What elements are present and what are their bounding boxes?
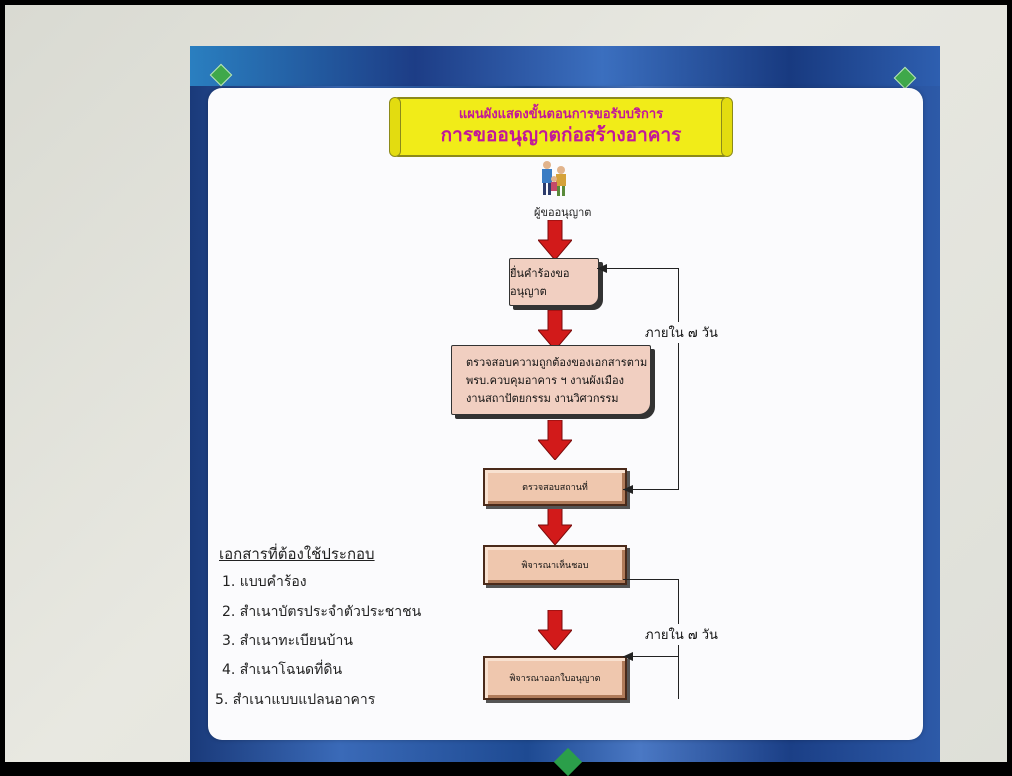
down-arrow-icon bbox=[538, 220, 572, 260]
down-arrow-icon bbox=[538, 610, 572, 650]
down-arrow-icon bbox=[538, 420, 572, 460]
banner-line-2: การขออนุญาตก่อสร้างอาคาร bbox=[440, 124, 682, 146]
document-item: 4. สำเนาโฉนดที่ดิน bbox=[222, 662, 343, 678]
down-arrow-icon bbox=[538, 505, 572, 545]
poster-banner: แผนผังแสดงขั้นตอนการขอรับบริการ การขออนุ… bbox=[389, 97, 733, 157]
step-verify-documents: ตรวจสอบความถูกต้องของเอกสารตาม พรบ.ควบคุ… bbox=[451, 345, 651, 415]
document-item: 5. สำเนาแบบแปลนอาคาร bbox=[215, 692, 376, 708]
bracket-line bbox=[597, 268, 679, 269]
bracket-line bbox=[678, 268, 679, 490]
applicant-label: ผู้ขออนุญาต bbox=[534, 206, 592, 219]
arrowhead-icon bbox=[623, 652, 633, 661]
step-submit-request-label: ยื่นคำร้องขออนุญาต bbox=[510, 267, 570, 298]
period-label-1: ภายใน ๗ วัน bbox=[643, 322, 720, 343]
step-issue-permit-label: พิจารณาออกใบอนุญาต bbox=[509, 674, 601, 684]
step-approval: พิจารณาเห็นชอบ bbox=[483, 545, 627, 585]
people-icon bbox=[542, 161, 566, 196]
period-label-2: ภายใน ๗ วัน bbox=[643, 624, 720, 645]
document-item: 2. สำเนาบัตรประจำตัวประชาชน bbox=[222, 604, 422, 620]
scroll-curl-right bbox=[721, 97, 733, 157]
step-verify-line-3: งานสถาปัตยกรรม งานวิศวกรรม bbox=[466, 392, 619, 405]
step-site-inspection: ตรวจสอบสถานที่ bbox=[483, 468, 627, 506]
step-issue-permit: พิจารณาออกใบอนุญาต bbox=[483, 656, 627, 700]
step-approval-label: พิจารณาเห็นชอบ bbox=[521, 561, 589, 571]
document-item: 3. สำเนาทะเบียนบ้าน bbox=[222, 633, 353, 649]
step-submit-request: ยื่นคำร้องขออนุญาต bbox=[509, 258, 599, 306]
scroll-curl-left bbox=[389, 97, 401, 157]
arrowhead-icon bbox=[597, 264, 607, 273]
banner-line-1: แผนผังแสดงขั้นตอนการขอรับบริการ bbox=[458, 107, 664, 122]
bracket-line bbox=[623, 656, 679, 657]
bracket-line bbox=[623, 489, 679, 490]
document-item: 1. แบบคำร้อง bbox=[222, 574, 307, 590]
poster-top-band bbox=[190, 46, 940, 86]
bracket-line bbox=[623, 579, 679, 580]
documents-title: เอกสารที่ต้องใช้ประกอบ bbox=[219, 545, 375, 563]
arrowhead-icon bbox=[623, 485, 633, 494]
step-verify-line-1: ตรวจสอบความถูกต้องของเอกสารตาม bbox=[466, 356, 648, 369]
down-arrow-icon bbox=[538, 310, 572, 350]
step-site-inspection-label: ตรวจสอบสถานที่ bbox=[522, 483, 588, 493]
step-verify-line-2: พรบ.ควบคุมอาคาร ฯ งานผังเมือง bbox=[466, 374, 625, 387]
